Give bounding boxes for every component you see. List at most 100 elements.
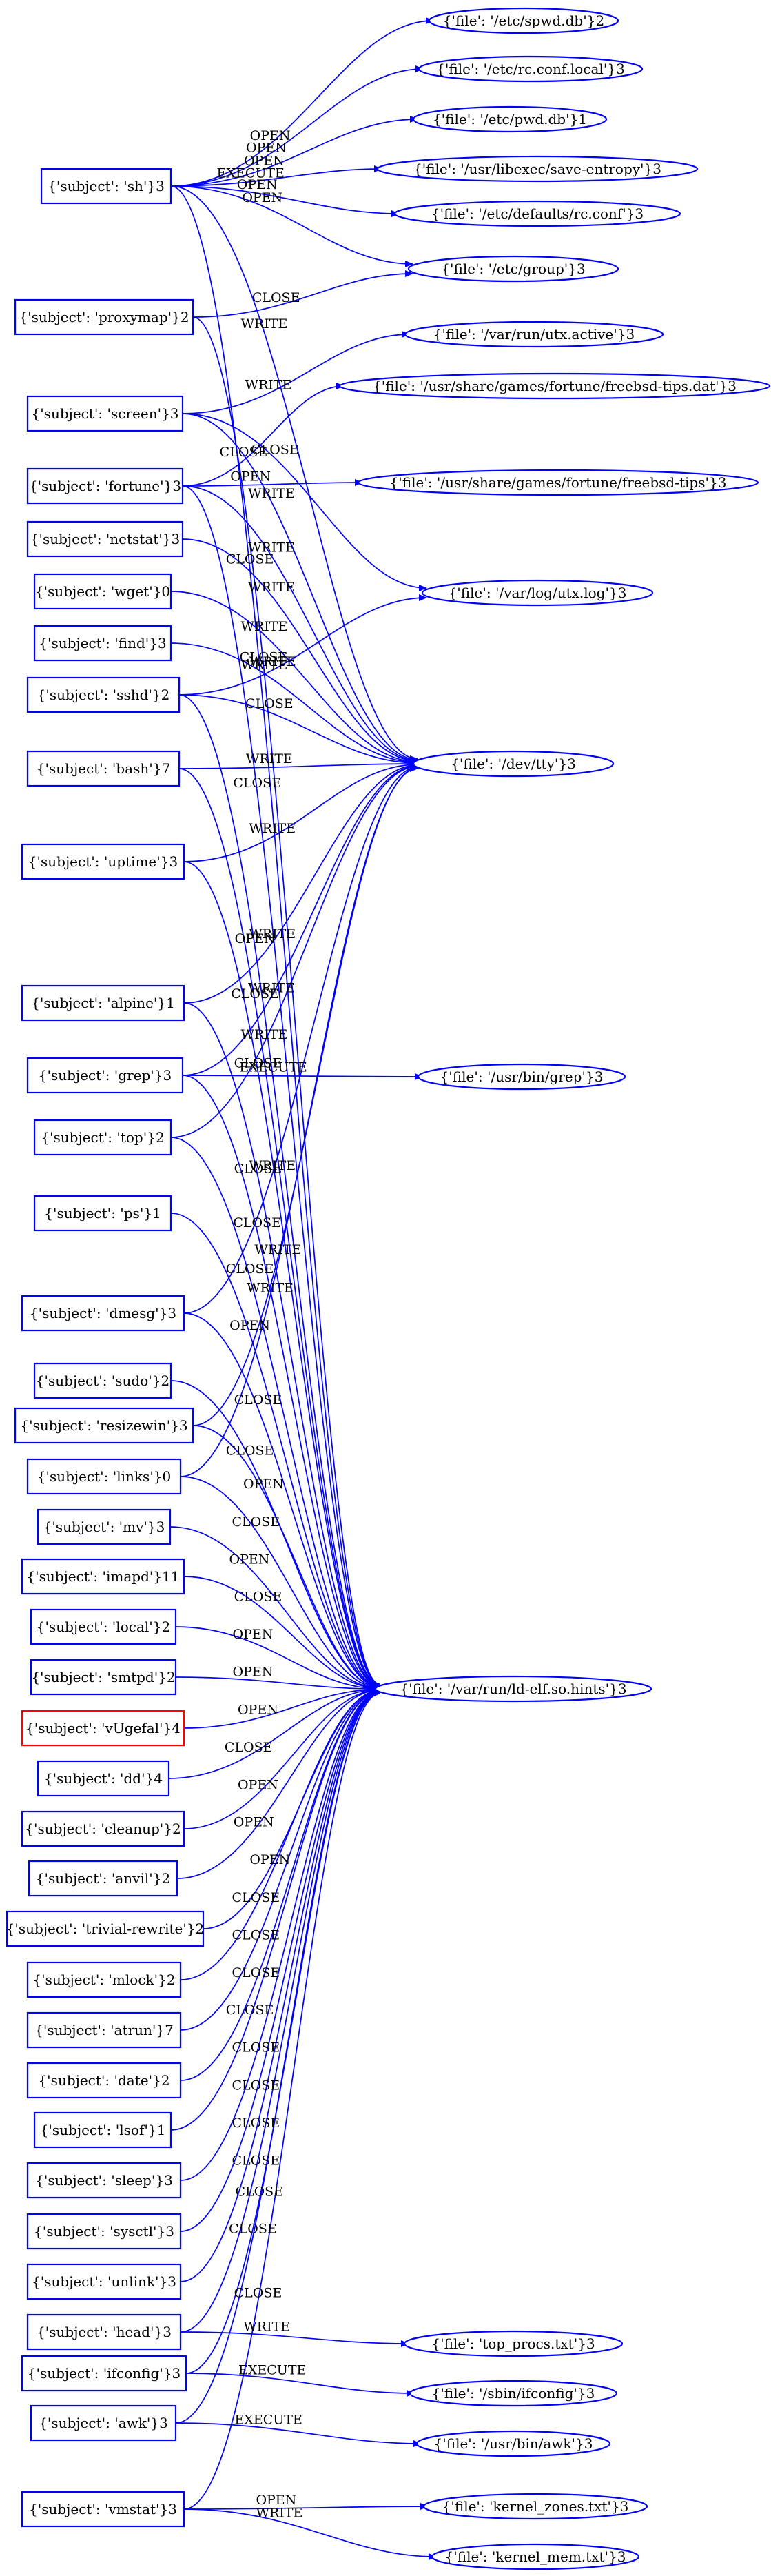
- edge-label: CLOSE: [232, 2153, 280, 2169]
- edge-label: WRITE: [240, 316, 287, 332]
- subject-label: {'subject': 'resizewin'}3: [20, 1417, 187, 1434]
- edge-label: WRITE: [249, 926, 296, 942]
- edge-label: OPEN: [238, 1703, 278, 1718]
- subject-node-anvil[interactable]: {'subject': 'anvil'}2: [28, 1860, 178, 1897]
- subject-node-bash[interactable]: {'subject': 'bash'}7: [26, 750, 181, 787]
- subject-node-ps[interactable]: {'subject': 'ps'}1: [33, 1195, 172, 1232]
- file-node-pwd[interactable]: {'file': '/etc/pwd.db'}1: [412, 105, 608, 133]
- subject-node-links[interactable]: {'subject': 'links'}0: [26, 1458, 182, 1495]
- edge-label: CLOSE: [233, 775, 281, 791]
- subject-node-cleanup[interactable]: {'subject': 'cleanup'}2: [21, 1810, 185, 1847]
- subject-node-awk[interactable]: {'subject': 'awk'}3: [30, 2404, 177, 2442]
- file-node-ldhints[interactable]: {'file': '/var/run/ld-elf.so.hints'}3: [374, 1675, 652, 1703]
- subject-node-imapd[interactable]: {'subject': 'imapd'}11: [21, 1558, 185, 1595]
- edge-sshd-tty: [178, 694, 418, 767]
- file-label: {'file': '/var/log/utx.log'}3: [449, 585, 627, 601]
- subject-box: [26, 467, 184, 505]
- subject-node-find[interactable]: {'subject': 'find'}3: [33, 625, 172, 662]
- subject-label: {'subject': 'dmesg'}3: [30, 1305, 176, 1321]
- edge-mlock-ldhints: [180, 1687, 380, 1980]
- edge-label: OPEN: [234, 1814, 274, 1829]
- file-node-awkbin[interactable]: {'file': '/usr/bin/awk'}3: [415, 2430, 611, 2457]
- edge-label: CLOSE: [232, 1965, 280, 1980]
- subject-label: {'subject': 'sudo'}2: [36, 1372, 169, 1389]
- file-node-kzones[interactable]: {'file': 'kernel_zones.txt'}3: [422, 2493, 648, 2520]
- edge-links-ldhints: [180, 1476, 380, 1692]
- subject-label: {'subject': 'cleanup'}2: [25, 1821, 181, 1837]
- file-node-rcconflocal[interactable]: {'file': '/etc/rc.conf.local'}3: [418, 55, 644, 83]
- subject-node-ifconfig[interactable]: {'subject': 'ifconfig'}3: [21, 2355, 187, 2392]
- subject-box: [26, 2011, 182, 2049]
- edge-label: WRITE: [249, 654, 296, 669]
- subject-node-wget[interactable]: {'subject': 'wget'}0: [33, 573, 172, 610]
- edge-grep-tty: [182, 762, 418, 1076]
- edge-dmesg-ldhints: [183, 1312, 380, 1691]
- subject-label: {'subject': 'atrun'}7: [34, 2022, 174, 2038]
- edge-label: CLOSE: [252, 290, 300, 305]
- subject-node-sleep[interactable]: {'subject': 'sleep'}3: [26, 2162, 182, 2199]
- file-node-saveentropy[interactable]: {'file': '/usr/libexec/save-entropy'}3: [376, 155, 699, 183]
- subject-box: [33, 2111, 172, 2149]
- subject-node-vmstat[interactable]: {'subject': 'vmstat'}3: [21, 2491, 185, 2528]
- file-ellipse: [428, 7, 619, 34]
- subject-node-resizewin[interactable]: {'subject': 'resizewin'}3: [14, 1407, 194, 1444]
- subject-node-proxymap[interactable]: {'subject': 'proxymap'}2: [14, 298, 194, 336]
- subject-node-sysctl[interactable]: {'subject': 'sysctl'}3: [26, 2213, 182, 2250]
- subject-node-sshd[interactable]: {'subject': 'sshd'}2: [26, 676, 181, 713]
- subject-node-head[interactable]: {'subject': 'head'}3: [26, 2313, 182, 2351]
- subject-node-unlink[interactable]: {'subject': 'unlink'}3: [26, 2263, 182, 2300]
- file-node-utxlog[interactable]: {'file': '/var/log/utx.log'}3: [421, 579, 654, 607]
- file-ellipse: [412, 750, 615, 778]
- edge-head-ldhints: [180, 1689, 380, 2333]
- subject-node-date[interactable]: {'subject': 'date'}2: [26, 2062, 182, 2099]
- file-node-tty[interactable]: {'file': '/dev/tty'}3: [412, 750, 615, 778]
- subject-node-netstat[interactable]: {'subject': 'netstat'}3: [26, 520, 184, 558]
- subject-node-vugefal[interactable]: {'subject': 'vUgefal'}4: [21, 1710, 185, 1747]
- edge-alpine-tty: [183, 762, 418, 1004]
- subject-box: [33, 625, 172, 662]
- subject-node-alpine[interactable]: {'subject': 'alpine'}1: [21, 984, 185, 1022]
- subject-node-trivial-rewrite[interactable]: {'subject': 'trivial-rewrite'}2: [6, 1910, 205, 1947]
- edge-label: OPEN: [235, 931, 276, 946]
- subject-node-uptime[interactable]: {'subject': 'uptime'}3: [21, 843, 185, 880]
- file-node-spwd[interactable]: {'file': '/etc/spwd.db'}2: [428, 7, 619, 34]
- file-label: {'file': '/dev/tty'}3: [451, 755, 576, 772]
- subject-label: {'subject': 'vmstat'}3: [29, 2501, 177, 2517]
- subject-node-dd[interactable]: {'subject': 'dd'}4: [37, 1760, 170, 1797]
- file-node-fortunedat[interactable]: {'file': '/usr/share/games/fortune/freeb…: [338, 372, 771, 400]
- subject-label: {'subject': 'smtpd'}2: [31, 1669, 175, 1685]
- edge-screen-utxactive: [182, 331, 410, 414]
- edge-label: CLOSE: [234, 1589, 282, 1604]
- subject-box: [33, 1119, 172, 1156]
- file-label: {'file': '/sbin/ifconfig'}3: [432, 2385, 595, 2402]
- subject-node-fortune[interactable]: {'subject': 'fortune'}3: [26, 467, 184, 505]
- file-node-ifconfigbin[interactable]: {'file': '/sbin/ifconfig'}3: [409, 2380, 618, 2407]
- subject-node-sh[interactable]: {'subject': 'sh'}3: [40, 168, 172, 205]
- subject-node-lsof[interactable]: {'subject': 'lsof'}1: [33, 2111, 172, 2149]
- edge-label: CLOSE: [231, 986, 279, 1002]
- file-ellipse: [407, 255, 619, 283]
- file-node-group[interactable]: {'file': '/etc/group'}3: [407, 255, 619, 283]
- subject-node-dmesg[interactable]: {'subject': 'dmesg'}3: [21, 1295, 185, 1332]
- subject-node-mlock[interactable]: {'subject': 'mlock'}2: [26, 1961, 182, 1998]
- subject-node-sudo[interactable]: {'subject': 'sudo'}2: [33, 1362, 172, 1399]
- subject-node-screen[interactable]: {'subject': 'screen'}3: [26, 395, 184, 432]
- subject-label: {'subject': 'uptime'}3: [28, 853, 178, 870]
- subject-node-atrun[interactable]: {'subject': 'atrun'}7: [26, 2011, 182, 2049]
- file-node-kmem[interactable]: {'file': 'kernel_mem.txt'}3: [431, 2543, 640, 2570]
- file-node-utxactive[interactable]: {'file': '/var/run/utx.active'}3: [404, 321, 664, 348]
- subject-node-local[interactable]: {'subject': 'local'}2: [30, 1608, 177, 1645]
- edge-sshd-utxlog: [178, 594, 427, 696]
- file-node-defaultsrc[interactable]: {'file': '/etc/defaults/rc.conf'}3: [393, 200, 681, 227]
- file-node-grepbin[interactable]: {'file': '/usr/bin/grep'}3: [417, 1063, 626, 1091]
- edge-labels-layer: OPENOPENOPENEXECUTEOPENOPENWRITECLOSECLO…: [217, 128, 307, 2521]
- subject-node-mv[interactable]: {'subject': 'mv'}3: [37, 1508, 172, 1545]
- subject-node-smtpd[interactable]: {'subject': 'smtpd'}2: [30, 1659, 177, 1696]
- subject-node-grep[interactable]: {'subject': 'grep'}3: [26, 1057, 184, 1094]
- file-node-fortunetips[interactable]: {'file': '/usr/share/games/fortune/freeb…: [357, 469, 759, 496]
- subject-node-top[interactable]: {'subject': 'top'}2: [33, 1119, 172, 1156]
- edge-label: OPEN: [242, 190, 282, 205]
- file-node-topprocs[interactable]: {'file': 'top_procs.txt'}3: [403, 2330, 624, 2357]
- subject-box: [33, 573, 172, 610]
- subject-label: {'subject': 'lsof'}1: [40, 2122, 166, 2138]
